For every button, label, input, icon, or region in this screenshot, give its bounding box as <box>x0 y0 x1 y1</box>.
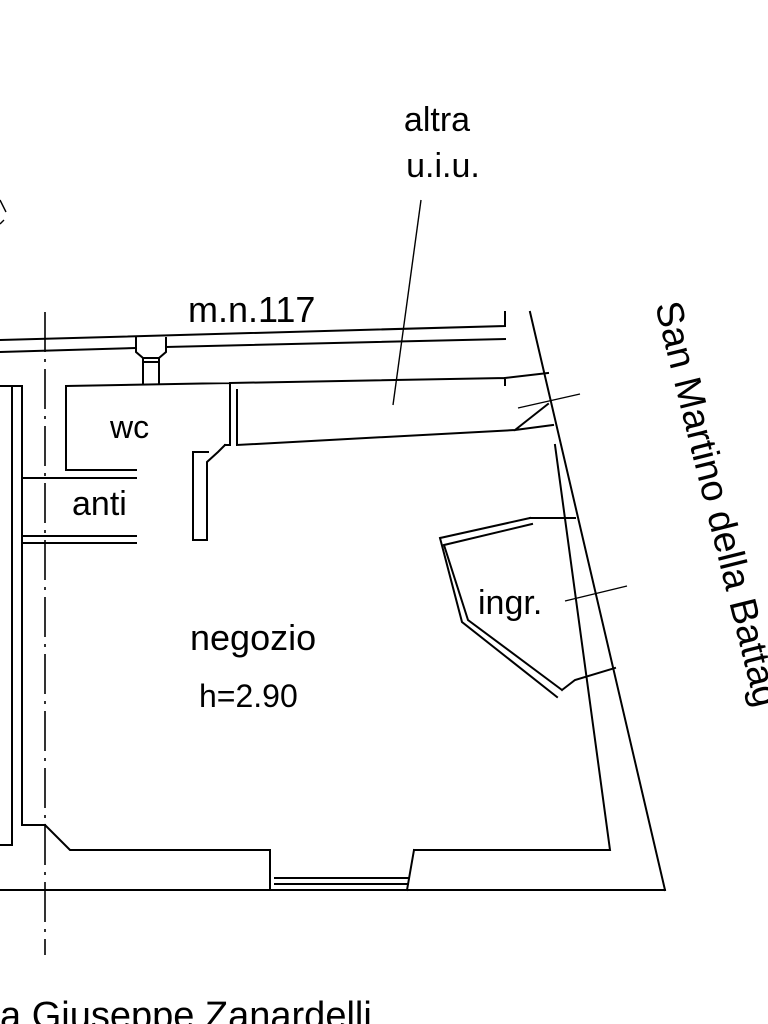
column <box>135 337 167 384</box>
wc-walls <box>64 381 232 479</box>
wc-label: wc <box>109 409 149 445</box>
street-bottom: a Giuseppe Zanardelli <box>0 995 372 1024</box>
corridor-walls <box>228 371 555 447</box>
other-unit-leader <box>392 199 422 406</box>
other-unit-label-2: u.i.u. <box>406 147 480 185</box>
other-unit-label-1: altra <box>404 101 470 139</box>
map-number-label: m.n.117 <box>188 289 315 330</box>
entrance-label: ingr. <box>478 584 542 622</box>
corridor-cut-mark <box>517 393 581 409</box>
street-right: San Martino della Battag <box>646 297 768 711</box>
top-wall <box>0 311 507 354</box>
edge-mark <box>0 199 7 225</box>
height-label: h=2.90 <box>199 678 298 714</box>
anti-walls <box>21 477 137 544</box>
left-wall <box>0 385 612 851</box>
bottom-wall <box>0 848 666 892</box>
anti-label: anti <box>72 485 127 523</box>
shop-label: negozio <box>190 617 316 658</box>
entrance-bay <box>438 516 617 699</box>
door-jamb <box>192 443 227 541</box>
right-exterior-wall <box>528 310 667 892</box>
entrance-leader <box>564 585 628 602</box>
